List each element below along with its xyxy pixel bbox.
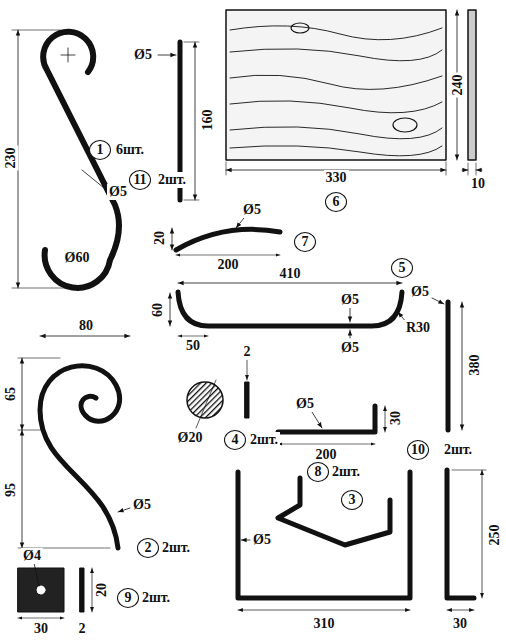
quantity-label: 2шт. — [140, 590, 172, 606]
dimension-label: 80 — [77, 318, 95, 334]
callout-number: 6 — [325, 192, 347, 212]
dimension-label: Ø4 — [21, 548, 43, 564]
callout-number: 3 — [341, 490, 363, 510]
callout-number: 9 — [117, 588, 139, 608]
callout-number: 1 — [89, 140, 111, 160]
dimension-label: 30 — [451, 616, 469, 632]
dimension-label: 330 — [324, 170, 349, 186]
dimension-label: Ø20 — [176, 430, 205, 446]
dimension-label: Ø5 — [339, 340, 361, 356]
dimension-label: Ø5 — [131, 497, 153, 513]
quantity-label: 2шт. — [330, 464, 362, 480]
dimension-label: Ø5 — [132, 47, 154, 63]
dimension-label: 230 — [2, 146, 18, 171]
dimension-label: Ø5 — [409, 284, 431, 300]
callout-number: 5 — [391, 258, 413, 278]
dimension-label: 200 — [216, 257, 241, 273]
quantity-label: 2шт. — [160, 540, 192, 556]
dimension-label: Ø5 — [251, 532, 273, 548]
dimension-label: 2 — [77, 621, 88, 637]
dimension-label: 200 — [314, 447, 339, 463]
dimension-label: 20 — [94, 581, 110, 599]
callout-number: 4 — [224, 430, 246, 450]
dimension-label: Ø5 — [241, 202, 263, 218]
dimension-label: 30 — [388, 409, 404, 427]
dimension-label: 250 — [486, 523, 502, 548]
quantity-label: 2шт. — [248, 432, 280, 448]
dimension-label: 160 — [199, 108, 215, 133]
dimension-label: 240 — [449, 73, 465, 98]
dimension-label: 60 — [150, 301, 166, 319]
dimension-label: Ø5 — [339, 292, 361, 308]
dimension-label: 65 — [3, 385, 19, 403]
dimension-label: Ø60 — [63, 250, 92, 266]
dimension-label: 2 — [242, 344, 253, 360]
callout-number: 10 — [407, 440, 429, 460]
dimension-label: 10 — [469, 176, 487, 192]
dimension-label: 380 — [466, 353, 482, 378]
dimension-label: 410 — [278, 266, 303, 282]
dimension-label: 310 — [312, 616, 337, 632]
dimension-label: Ø5 — [294, 396, 316, 412]
callout-number: 8 — [307, 462, 329, 482]
quantity-label: 6шт. — [114, 142, 146, 158]
dimension-label: 95 — [3, 481, 19, 499]
quantity-label: 2шт. — [442, 442, 474, 458]
callout-number: 2 — [137, 538, 159, 558]
dimension-label: 30 — [32, 621, 50, 637]
dimension-label: Ø5 — [107, 184, 129, 200]
dimension-label: R30 — [404, 320, 432, 336]
quantity-label: 2шт. — [156, 172, 188, 188]
dimension-label: 20 — [152, 229, 168, 247]
dimension-label: 50 — [184, 338, 202, 354]
callout-number: 11 — [129, 170, 151, 190]
callout-number: 7 — [294, 232, 316, 252]
